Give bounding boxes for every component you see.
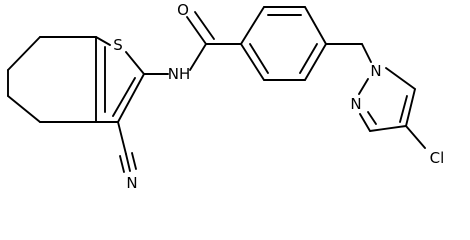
chemical-structure-diagram: S NH O N N N Cl: [7, 1, 444, 192]
bond-s-c2: [125, 51, 145, 75]
bonds: [7, 6, 426, 173]
bond-c3-n2-inner: [367, 111, 377, 125]
bond-ring6-4: [7, 95, 41, 123]
bond-c4-c3: [369, 125, 407, 132]
bond-cn-triple-2: [119, 155, 125, 173]
carbonyl-oxygen-label: O: [177, 1, 189, 19]
chlorine-label: Cl: [430, 149, 445, 167]
bond-benz-6: [240, 43, 265, 81]
bond-benz-1: [240, 6, 265, 45]
sulfur-label: S: [113, 36, 123, 54]
bond-c5-c4-inner: [399, 95, 408, 123]
bond-ch2-n1: [361, 43, 372, 63]
bond-benz-inner-2: [299, 43, 318, 74]
bond-ring6-2: [7, 36, 41, 71]
pyrazole-n2-label: N: [350, 95, 361, 113]
bond-n1-c5: [385, 67, 416, 90]
pyrazole-n1-label: N: [370, 62, 381, 80]
bond-benz-4: [304, 43, 327, 81]
bond-co-o: [186, 16, 207, 45]
nitrile-nitrogen-label: N: [126, 174, 137, 192]
bond-co-o-double: [194, 11, 215, 40]
bond-c3-cn: [117, 121, 127, 155]
bond-c2-c3-inner: [112, 77, 136, 117]
bond-nh-co: [189, 43, 207, 71]
bond-c5-c4: [405, 88, 416, 127]
atom-labels: S NH O N N N Cl: [113, 1, 444, 192]
bond-c3-n2: [359, 113, 371, 132]
bond-n2-n1: [358, 78, 369, 95]
bond-c2-c3: [117, 73, 145, 123]
bond-benz-3: [304, 6, 327, 45]
bond-c4-cl: [405, 125, 426, 149]
bond-cn-triple-3: [131, 152, 137, 170]
bond-benz-inner-3: [249, 43, 269, 74]
amide-nitrogen-label: NH: [168, 65, 191, 83]
bond-c7a-s: [95, 36, 111, 46]
bond-cn-triple-1: [125, 153, 131, 172]
